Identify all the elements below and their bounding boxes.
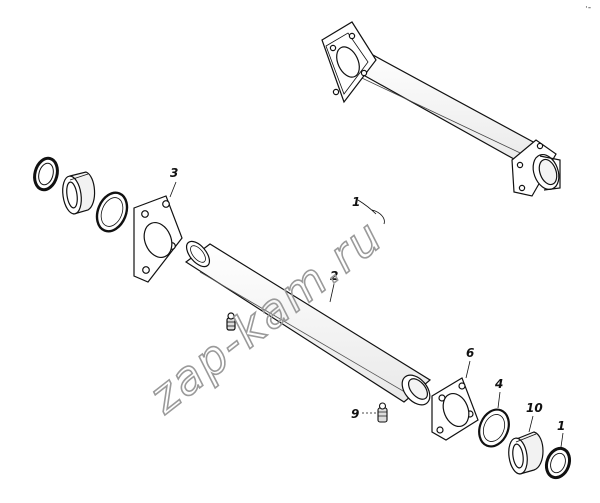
tube-2 <box>184 240 432 406</box>
o-ring-1 <box>544 446 572 480</box>
top-right-flange <box>511 139 561 197</box>
ring-left <box>95 191 129 233</box>
callout-3: 3 <box>170 166 178 180</box>
leader-4 <box>497 391 501 409</box>
callout-6: 6 <box>466 346 474 360</box>
left-parts <box>33 156 129 233</box>
leader-6 <box>465 360 471 379</box>
bushing-left <box>62 171 96 215</box>
ring-4 <box>478 408 510 448</box>
gasket-6 <box>431 377 479 441</box>
o-ring-left <box>33 156 59 192</box>
leader-1 <box>560 432 564 448</box>
callout-9: 9 <box>351 407 359 421</box>
bushing-10 <box>508 431 544 475</box>
callout-1: 1 <box>557 419 565 433</box>
top-left-flange <box>321 21 377 104</box>
corner-mark: ·- <box>585 3 591 13</box>
leader-3 <box>169 181 177 198</box>
callout-4: 4 <box>494 377 503 391</box>
callout-top-assembly: 1 <box>352 195 360 209</box>
grease-nipple-9 <box>377 402 388 423</box>
grease-nipple-tube <box>226 312 236 331</box>
leader-10 <box>528 415 534 433</box>
callout-2: 2 <box>330 269 338 283</box>
assembled-tube-top <box>321 21 561 225</box>
leader-2 <box>329 283 335 303</box>
gasket-3 <box>133 195 183 283</box>
callout-10: 10 <box>526 401 543 415</box>
